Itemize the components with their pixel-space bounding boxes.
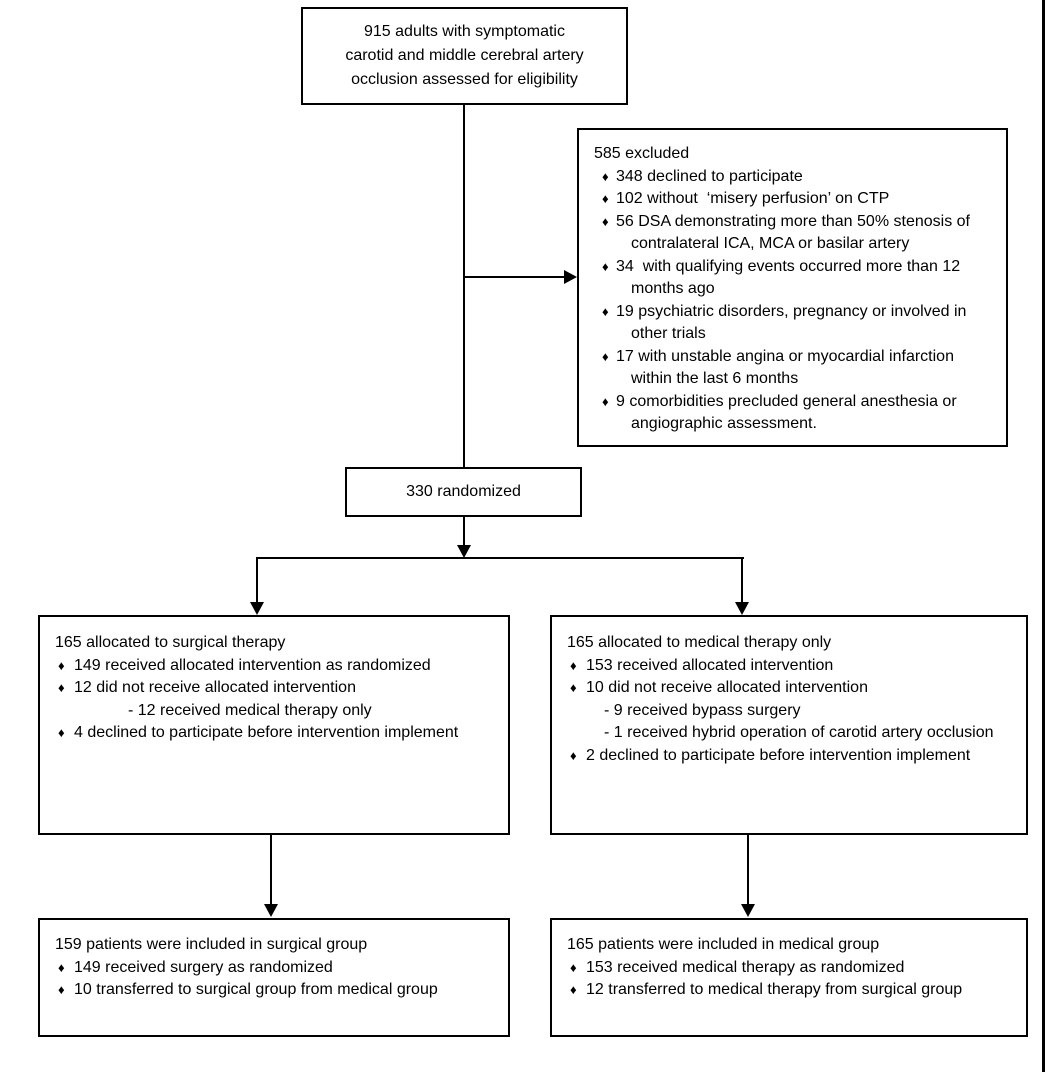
surgical-allocation-title: 165 allocated to surgical therapy <box>55 634 286 651</box>
randomized-box: 330 randomized <box>345 467 582 517</box>
excluded-title: 585 excluded <box>594 145 690 162</box>
excluded-item-5: ♦ 19 psychiatric disorders, pregnancy or… <box>579 301 1006 346</box>
surgical-group-title: 159 patients were included in surgical g… <box>55 936 368 953</box>
medical-group-item-1: ♦ 153 received medical therapy as random… <box>552 957 1026 980</box>
surgical-allocation-item-2: ♦ 12 did not receive allocated intervent… <box>40 677 508 700</box>
diamond-bullet-icon: ♦ <box>570 680 577 695</box>
randomized-label: 330 randomized <box>406 483 521 500</box>
medical-group-item-2: ♦ 12 transferred to medical therapy from… <box>552 979 1026 1002</box>
page-border-right <box>1042 0 1045 1072</box>
surgical-allocation-box: 165 allocated to surgical therapy ♦ 149 … <box>38 615 510 835</box>
excluded-item-4: ♦ 34 with qualifying events occurred mor… <box>579 256 1006 301</box>
connector-branch-left <box>256 557 258 603</box>
medical-allocation-title: 165 allocated to medical therapy only <box>567 634 832 651</box>
diamond-bullet-icon: ♦ <box>602 258 609 274</box>
medical-group-title: 165 patients were included in medical gr… <box>567 936 880 953</box>
connector-medical-group <box>747 835 749 905</box>
diamond-bullet-icon: ♦ <box>602 303 609 319</box>
medical-allocation-subitem-1: - 9 received bypass surgery <box>604 701 801 719</box>
medical-allocation-item-1: ♦ 153 received allocated intervention <box>552 655 1026 678</box>
connector-randomized-split <box>463 517 465 547</box>
excluded-item-1: ♦ 348 declined to participate <box>579 166 1006 189</box>
medical-allocation-item-3: ♦ 2 declined to participate before inter… <box>552 745 1026 768</box>
diamond-bullet-icon: ♦ <box>602 213 609 229</box>
diamond-bullet-icon: ♦ <box>570 982 577 997</box>
eligibility-line-2: carotid and middle cerebral artery <box>345 47 584 64</box>
diamond-bullet-icon: ♦ <box>58 982 65 997</box>
connector-branch-excluded <box>464 276 564 278</box>
diamond-bullet-icon: ♦ <box>58 657 65 673</box>
diamond-bullet-icon: ♦ <box>570 747 577 763</box>
surgical-group-item-1: ♦ 149 received surgery as randomized <box>40 957 508 980</box>
connector-branch-right <box>741 557 743 603</box>
surgical-allocation-item-3: ♦ 4 declined to participate before inter… <box>40 722 508 745</box>
arrowhead-right-icon <box>564 270 577 284</box>
surgical-group-box: 159 patients were included in surgical g… <box>38 918 510 1037</box>
medical-allocation-subitem-2: - 1 received hybrid operation of carotid… <box>604 724 994 741</box>
surgical-group-item-2: ♦ 10 transferred to surgical group from … <box>40 979 508 1002</box>
medical-allocation-item-2: ♦ 10 did not receive allocated intervent… <box>552 677 1026 700</box>
arrowhead-down-icon <box>457 545 471 558</box>
excluded-item-6: ♦ 17 with unstable angina or myocardial … <box>579 346 1006 391</box>
arrowhead-down-icon <box>741 904 755 917</box>
eligibility-box: 915 adults with symptomatic carotid and … <box>301 7 628 105</box>
excluded-box: 585 excluded ♦ 348 declined to participa… <box>577 128 1008 447</box>
diamond-bullet-icon: ♦ <box>602 191 609 206</box>
excluded-item-2: ♦ 102 without ‘misery perfusion’ on CTP <box>579 188 1006 211</box>
diamond-bullet-icon: ♦ <box>58 680 65 695</box>
eligibility-line-1: 915 adults with symptomatic <box>364 23 565 40</box>
arrowhead-down-icon <box>264 904 278 917</box>
arrowhead-down-icon <box>250 602 264 615</box>
arrowhead-down-icon <box>735 602 749 615</box>
diamond-bullet-icon: ♦ <box>58 959 65 975</box>
medical-group-box: 165 patients were included in medical gr… <box>550 918 1028 1037</box>
excluded-item-7: ♦ 9 comorbidities precluded general anes… <box>579 391 1006 436</box>
connector-eligibility-randomized <box>463 105 465 467</box>
medical-allocation-box: 165 allocated to medical therapy only ♦ … <box>550 615 1028 835</box>
eligibility-line-3: occlusion assessed for eligibility <box>351 71 578 88</box>
diamond-bullet-icon: ♦ <box>602 348 609 364</box>
excluded-item-3: ♦ 56 DSA demonstrating more than 50% ste… <box>579 211 1006 256</box>
diamond-bullet-icon: ♦ <box>602 393 609 409</box>
diamond-bullet-icon: ♦ <box>58 725 65 740</box>
connector-split-horizontal <box>256 557 744 559</box>
surgical-allocation-item-1: ♦ 149 received allocated intervention as… <box>40 655 508 678</box>
surgical-allocation-subitem-1: - 12 received medical therapy only <box>128 701 372 719</box>
connector-surgical-group <box>270 835 272 905</box>
diamond-bullet-icon: ♦ <box>570 657 577 673</box>
diamond-bullet-icon: ♦ <box>602 168 609 184</box>
diamond-bullet-icon: ♦ <box>570 959 577 975</box>
